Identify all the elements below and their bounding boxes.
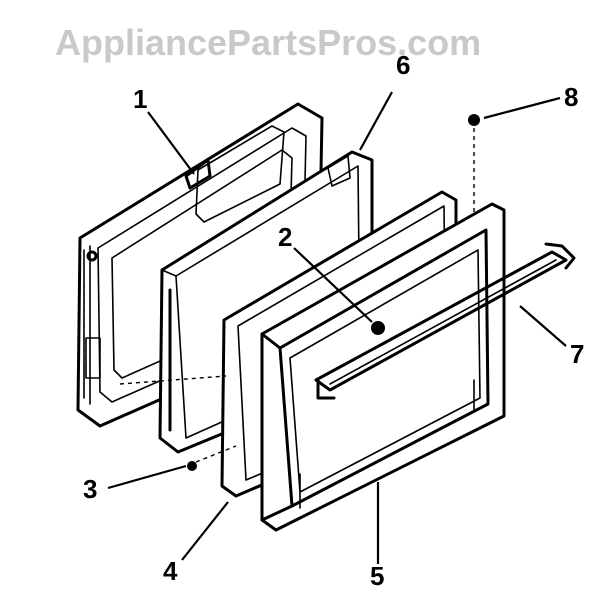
part-5-outer-door-frame (260, 202, 506, 532)
part-2-screw (371, 321, 385, 335)
callout-5: 5 (370, 561, 384, 591)
callout-1: 1 (133, 84, 147, 114)
watermark-text: AppliancePartsPros.com (55, 22, 481, 63)
callout-3: 3 (83, 474, 97, 504)
callout-7: 7 (570, 339, 584, 369)
part-7-door-handle (314, 242, 576, 400)
part-3-screw (187, 461, 197, 471)
part-8-screw (468, 114, 480, 126)
callout-2: 2 (278, 222, 292, 252)
callout-4: 4 (163, 556, 178, 586)
callout-8: 8 (564, 82, 578, 112)
callout-6: 6 (396, 50, 410, 80)
leader-lines (107, 91, 567, 564)
